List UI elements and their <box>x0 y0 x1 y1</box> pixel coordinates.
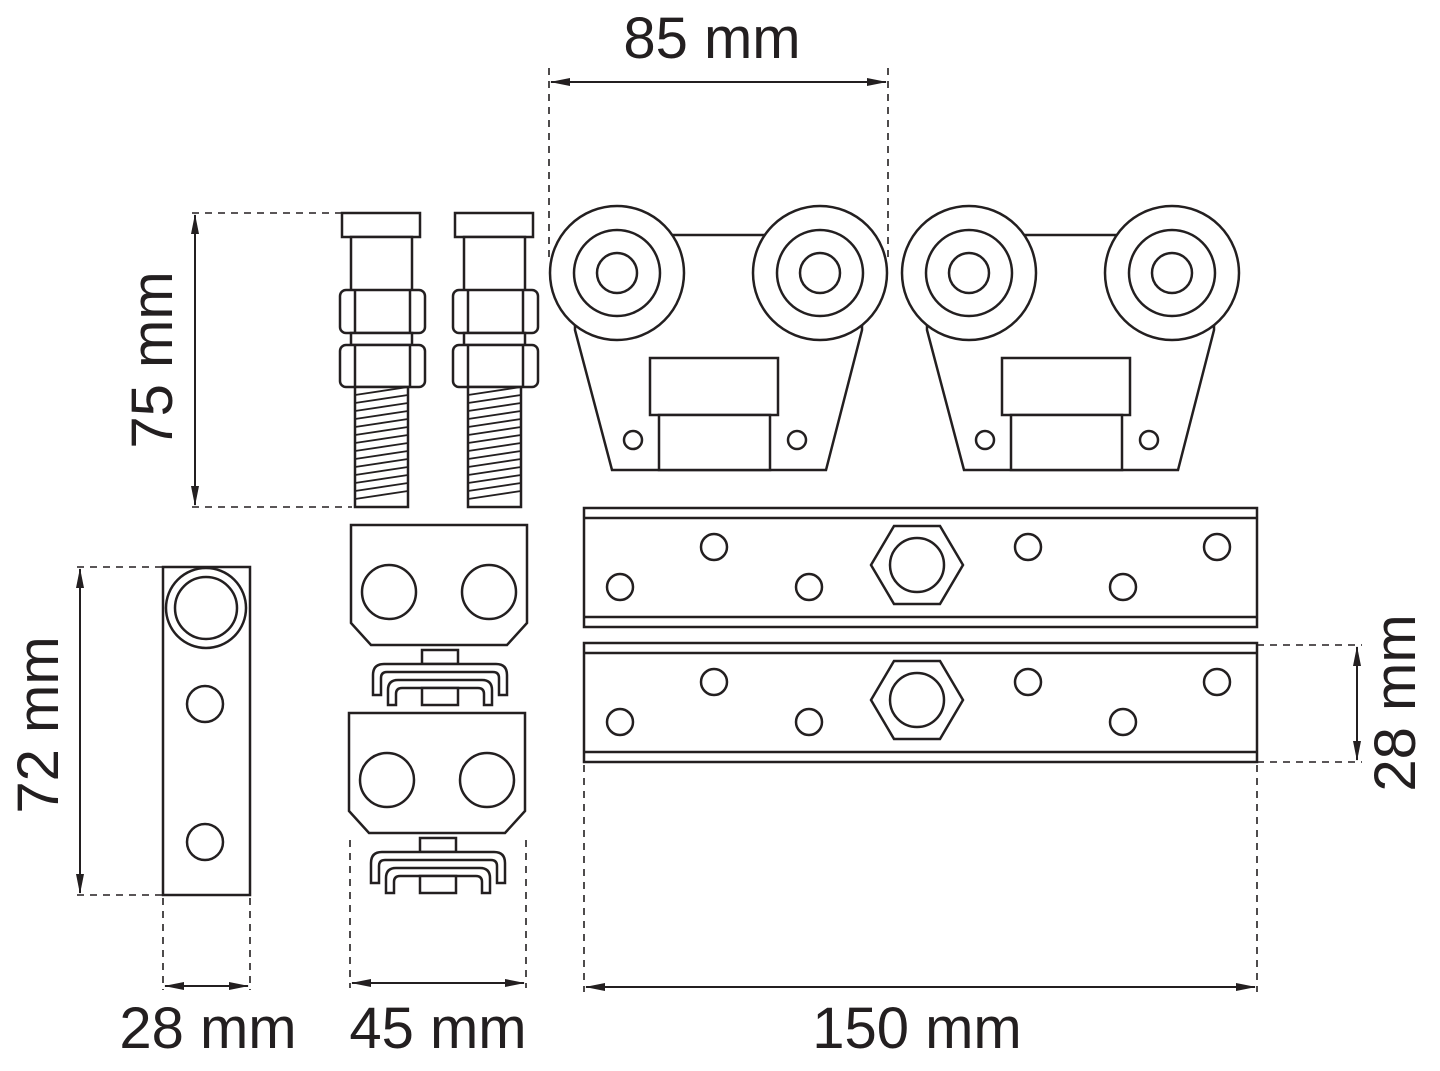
label-75mm: 75 mm <box>120 271 185 448</box>
thread-line <box>467 442 522 452</box>
label-28mm-plate: 28 mm <box>1363 614 1428 791</box>
dimension-45mm: 45 mm <box>349 840 527 1061</box>
thread-line <box>467 450 522 460</box>
side-bracket <box>161 565 252 897</box>
trolley-right <box>900 204 1241 472</box>
clip-block-bottom <box>347 711 527 895</box>
bolt-right <box>451 211 540 509</box>
thread-line <box>467 426 522 436</box>
label-28mm-bracket: 28 mm <box>119 996 296 1061</box>
thread-line <box>354 458 409 468</box>
thread-line <box>467 458 522 468</box>
label-150mm: 150 mm <box>812 996 1022 1061</box>
thread-line <box>354 434 409 444</box>
dimension-85mm: 85 mm <box>548 6 889 262</box>
clip-block-top <box>349 523 529 707</box>
thread-line <box>354 474 409 484</box>
thread-line <box>467 474 522 484</box>
thread-line <box>354 402 409 412</box>
thread-line <box>467 434 522 444</box>
thread-line <box>467 418 522 428</box>
thread-line <box>354 394 409 404</box>
thread-line <box>467 482 522 492</box>
dimension-28mm-bracket: 28 mm <box>119 898 297 1061</box>
trolley-left <box>548 204 889 472</box>
thread-line <box>354 466 409 476</box>
thread-line <box>467 386 522 396</box>
bolt-left <box>338 211 427 509</box>
mounting-plate-top <box>582 506 1259 629</box>
label-85mm: 85 mm <box>623 6 800 71</box>
dimension-150mm: 150 mm <box>583 765 1258 1061</box>
thread-line <box>354 386 409 396</box>
thread-line <box>354 426 409 436</box>
thread-line <box>354 490 409 500</box>
thread-line <box>354 450 409 460</box>
label-72mm: 72 mm <box>6 636 71 813</box>
mounting-plate-bottom <box>582 641 1259 764</box>
thread-line <box>467 402 522 412</box>
thread-line <box>467 490 522 500</box>
dimension-28mm-plate: 28 mm <box>1257 614 1428 792</box>
thread-line <box>354 418 409 428</box>
thread-line <box>354 410 409 420</box>
dimension-72mm: 72 mm <box>6 566 163 896</box>
thread-line <box>354 482 409 492</box>
thread-line <box>467 394 522 404</box>
label-45mm: 45 mm <box>349 996 526 1061</box>
thread-line <box>467 410 522 420</box>
thread-line <box>467 466 522 476</box>
dimension-75mm: 75 mm <box>120 212 352 508</box>
thread-line <box>354 442 409 452</box>
